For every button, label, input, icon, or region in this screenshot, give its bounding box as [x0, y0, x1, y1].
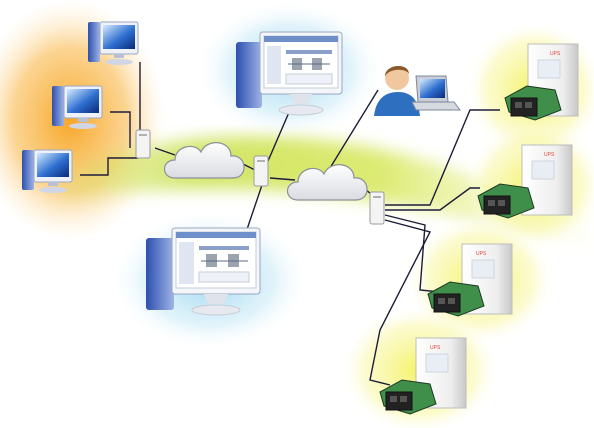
link-ups-3 — [384, 214, 441, 293]
ups-card-4 — [379, 379, 437, 415]
workstation-1 — [88, 21, 139, 65]
cloud-2 — [286, 164, 368, 201]
ups-unit-3: UPS — [461, 243, 513, 315]
link-ups-2 — [385, 187, 480, 211]
workstation-2 — [52, 85, 103, 129]
user-icon — [374, 92, 420, 116]
network-switches — [135, 129, 385, 225]
network-links — [80, 62, 500, 386]
switch-1 — [135, 129, 151, 159]
ups-card-2 — [477, 183, 535, 219]
ups-label: UPS — [544, 152, 555, 158]
ups-card-3 — [427, 281, 485, 317]
ups-card-1 — [504, 85, 562, 121]
workstation-3 — [22, 149, 73, 193]
switch-3 — [369, 191, 385, 225]
link-switch1-cloud1 — [154, 147, 176, 156]
cloud-1 — [163, 142, 245, 179]
link-ws2 — [110, 111, 131, 148]
admin-user-laptop — [374, 65, 461, 116]
switch-2 — [253, 155, 269, 187]
link-switch2-monitor-top — [264, 109, 291, 169]
ups-label: UPS — [550, 51, 561, 57]
ups-unit-2: UPS — [521, 144, 573, 216]
ups-label: UPS — [430, 345, 441, 351]
management-monitor-bottom — [146, 227, 261, 316]
link-ups-1 — [385, 109, 500, 206]
ups-label: UPS — [476, 251, 487, 257]
link-ups-4 — [369, 219, 432, 386]
management-monitor-top — [236, 31, 343, 116]
link-switch2-cloud2 — [269, 177, 296, 181]
link-cloud2-user — [329, 89, 379, 169]
link-ws3 — [80, 157, 138, 176]
